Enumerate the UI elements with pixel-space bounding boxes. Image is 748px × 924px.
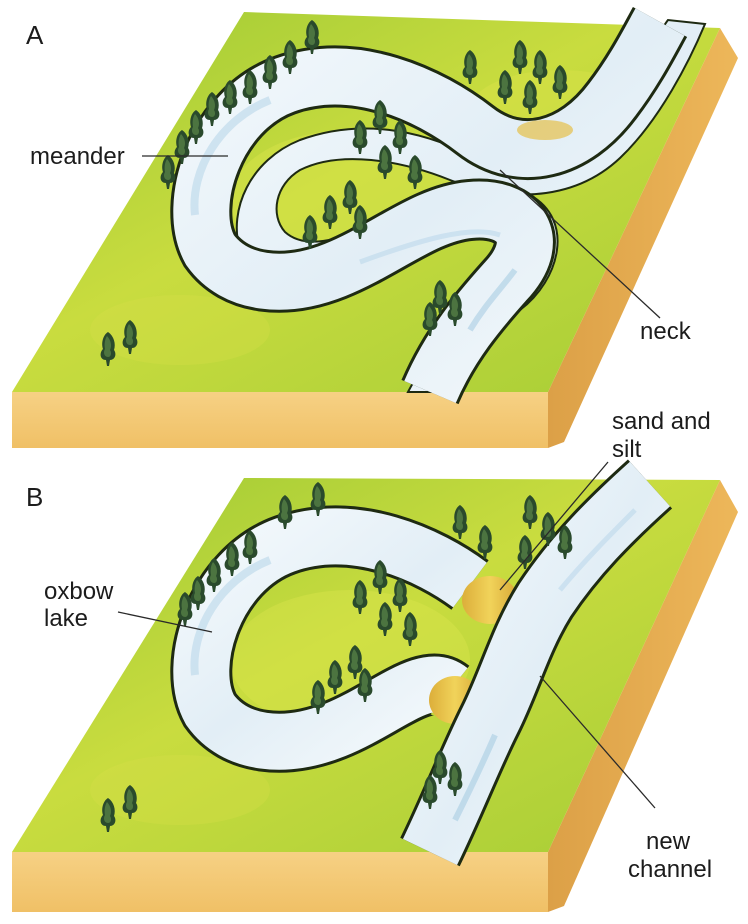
new-channel-pointer (539, 675, 656, 809)
new-channel-label-line1: new (646, 828, 691, 855)
oxbow-lake-water (173, 508, 487, 770)
panel-a-block (12, 6, 738, 448)
meander-label: meander (30, 143, 125, 170)
panel-b-letter: B (26, 482, 44, 512)
neck-label: neck (640, 318, 691, 345)
neck-pointer (499, 169, 661, 319)
oxbow-lake-label-line1: oxbow (44, 578, 114, 605)
sand-silt-label-line1: sand and (612, 408, 711, 435)
new-channel-label-line2: channel (628, 856, 713, 883)
panel-b-block (12, 459, 738, 912)
sand-silt-label-line2: silt (612, 436, 642, 463)
panel-b-soil-front (12, 852, 548, 912)
panel-a-letter: A (26, 20, 44, 50)
panel-a-soil-side (548, 28, 738, 448)
panel-a-soil-front (12, 392, 548, 448)
sand-silt-pointer (499, 461, 609, 591)
oxbow-lake-label-line2: lake (44, 605, 89, 632)
panel-a-river-water (173, 8, 685, 404)
oxbow-lake-pointer (117, 611, 213, 633)
panel-b-soil-side (548, 480, 738, 912)
panel-a-grass-top (12, 12, 720, 392)
